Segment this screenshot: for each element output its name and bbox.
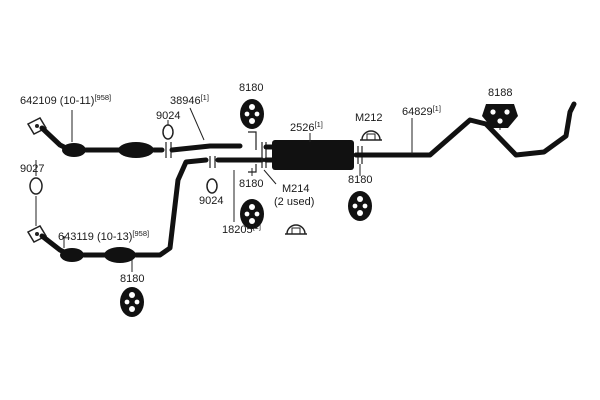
m214-bracket-upper [248,131,257,150]
label-8180-right: 8180 [348,174,372,186]
label-9024-lower: 9024 [199,195,223,207]
label-8180-mid: 8180 [239,178,263,190]
label-8188: 8188 [488,87,512,99]
label-642109: 642109 (10-11)[958] [20,93,111,107]
front-cat-converter-assembly[interactable] [26,117,165,158]
tailpipe-64829[interactable] [353,101,577,158]
label-18205: 18205[1] [222,222,261,236]
front-cat-body-2 [118,142,154,158]
hanger-8180-bottom-icon[interactable] [120,287,144,317]
label-643119: 643119 (10-13)[958] [58,229,149,243]
label-m214: M214 [282,183,310,195]
rear-cat-body-1 [60,248,84,262]
label-8180-top: 8180 [239,82,263,94]
label-64829: 64829[1] [402,104,441,118]
hanger-8188-icon[interactable] [482,104,518,128]
m214-bracket-lower [248,164,257,173]
label-9024-upper: 9024 [156,110,180,122]
label-m214-qty: (2 used) [274,196,314,208]
front-cat-body-1 [62,143,86,157]
label-2526: 2526[1] [290,120,323,134]
hanger-8180-top-icon[interactable] [240,99,264,129]
pipe-38946[interactable] [169,143,243,153]
label-8180-bottom: 8180 [120,273,144,285]
hanger-8180-right-icon[interactable] [348,191,372,221]
gasket-9024-lower[interactable] [206,178,218,194]
gasket-9027[interactable] [29,177,43,195]
label-9027: 9027 [20,163,44,175]
label-m212: M212 [355,112,383,124]
manifold-flange-upper [26,117,48,135]
muffler-2526[interactable] [272,140,354,170]
label-38946: 38946[1] [170,93,209,107]
rear-cat-body-2 [104,247,136,263]
clamp-m214-icon[interactable] [284,224,308,235]
rear-cat-converter-assembly[interactable] [26,157,209,263]
clamp-m212-icon[interactable] [359,130,383,141]
gasket-9024-upper[interactable] [162,124,174,140]
